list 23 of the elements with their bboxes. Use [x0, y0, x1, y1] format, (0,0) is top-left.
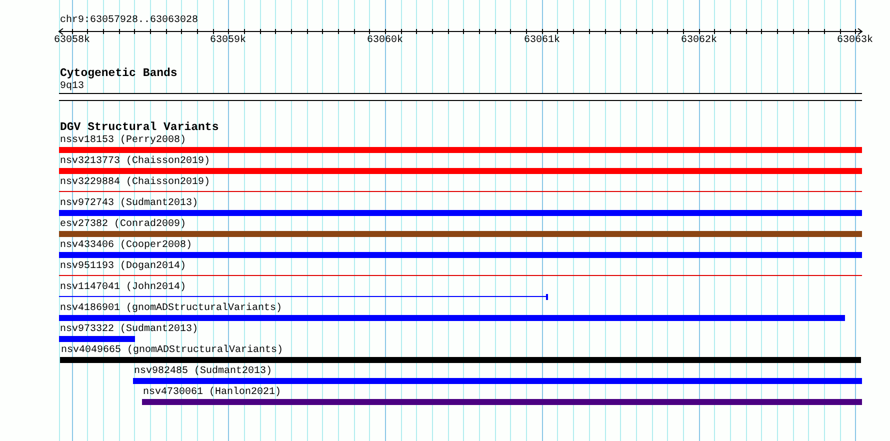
- variant-label: nsv982485 (Sudmant2013): [133, 365, 274, 378]
- location-label: chr9:63057928..63063028: [60, 14, 198, 27]
- variant-label: nsv951193 (Dogan2014): [59, 260, 188, 273]
- tick-label: 63060k: [367, 35, 403, 47]
- tick-label: 63063k: [837, 35, 873, 47]
- tick-label: 63058k: [54, 35, 90, 47]
- tick-label: 63059k: [210, 35, 246, 47]
- variant-label: nsv3213773 (Chaisson2019): [59, 155, 212, 168]
- band-label: 9q13: [59, 80, 86, 93]
- tick-label: 63062k: [681, 35, 717, 47]
- variant-label: nsv4049665 (gnomADStructuralVariants): [60, 344, 284, 357]
- variant-label: nsv433406 (Cooper2008): [59, 239, 194, 252]
- variant-label: nsv1147041 (John2014): [59, 281, 188, 294]
- variant-label: nsv3229884 (Chaisson2019): [59, 176, 212, 189]
- variant-label: nsv4186901 (gnomADStructuralVariants): [59, 302, 284, 315]
- variant-label: nsv4730061 (Hanlon2021): [142, 386, 282, 399]
- track-heading: DGV Structural Variants: [60, 121, 219, 134]
- track-heading: Cytogenetic Bands: [60, 67, 178, 81]
- variant-label: esv27382 (Conrad2009): [59, 218, 188, 231]
- variant-label: nssv18153 (Perry2008): [59, 134, 188, 147]
- tick-label: 63061k: [524, 35, 560, 47]
- variant-label: nsv973322 (Sudmant2013): [59, 323, 198, 336]
- variant-label: nsv972743 (Sudmant2013): [59, 197, 200, 210]
